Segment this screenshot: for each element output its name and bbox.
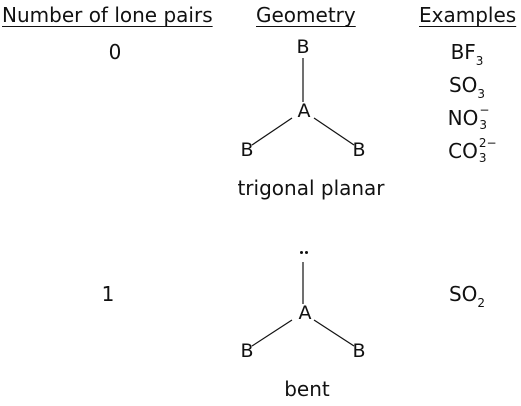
formula-base: CO [448,139,478,163]
example-so2: SO2 [448,282,486,310]
atom-left: B [240,139,254,161]
formula-subscript: 3 [475,54,484,68]
formula-base: BF [450,40,476,64]
formula-base: NO [447,106,479,130]
lone-pairs-count-1: 1 [101,282,115,306]
bond-left-bent [251,319,293,347]
atom-center-bent: A [298,302,312,324]
example-so3: SO3 [448,73,486,101]
lone-pairs-count-0: 0 [108,40,122,64]
formula-subscript: 2 [477,296,486,310]
formula-subscript: 3 [479,118,487,132]
bond-left [251,117,293,146]
bond-right-bent [313,319,355,347]
formula-base: SO [448,73,478,97]
header-examples: Examples [419,3,517,27]
header-geometry: Geometry [256,3,356,27]
atom-right: B [352,139,366,161]
header-lone-pairs: Number of lone pairs [2,3,213,27]
bond-right [313,117,355,146]
atom-top: B [296,36,310,58]
formula-charge: − [479,103,490,117]
formula-base: SO [448,282,478,306]
example-bf3: BF3 [450,40,484,68]
atom-center: A [297,100,311,122]
geometry-name-trigonal-planar: trigonal planar [237,176,385,200]
formula-charge-stack: −3 [478,103,492,132]
atom-right-bent: B [352,340,366,362]
example-no3-anion: NO−3 [447,103,493,132]
formula-charge: 2− [478,136,497,150]
lone-pair-dot [305,251,308,254]
geometry-name-bent: bent [284,377,330,401]
lone-pair-dot [300,251,303,254]
formula-charge-stack: 2−3 [478,136,500,165]
atom-left-bent: B [240,340,254,362]
formula-subscript: 3 [477,87,486,101]
formula-subscript: 3 [478,151,487,165]
